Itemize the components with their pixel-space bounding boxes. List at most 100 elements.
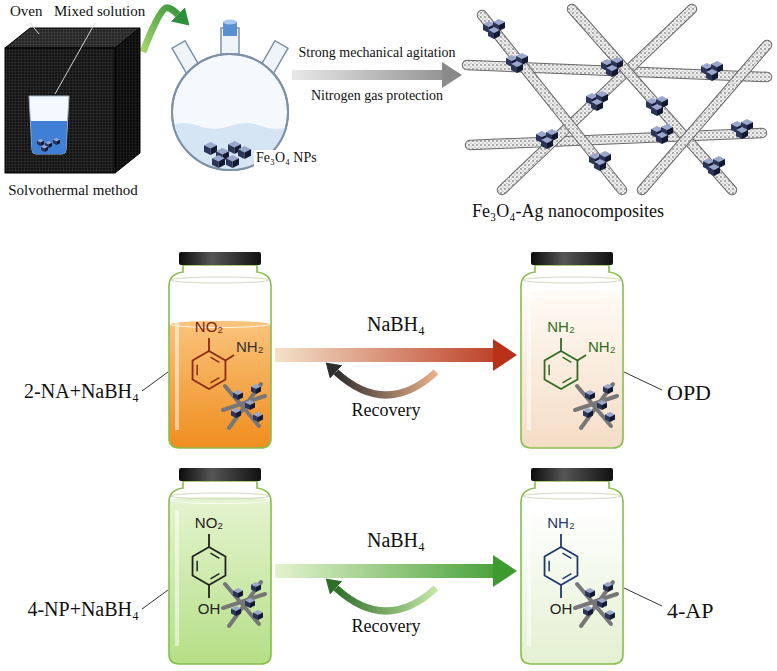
oven: Solvothermal method (3, 26, 143, 206)
drawing-part (30, 23, 39, 34)
drawing-part (170, 497, 270, 504)
nanoparticle (37, 139, 44, 146)
recovery-label: Recovery (352, 400, 421, 421)
reactant-label: 2-NA+NaBH₄ (24, 380, 139, 403)
drawing-part (545, 351, 578, 389)
nanoparticle (238, 146, 251, 159)
nanoparticle (204, 142, 217, 155)
recovery-arrow (336, 372, 436, 395)
drawing-part (591, 99, 603, 111)
drawing-part (548, 365, 550, 375)
nanoparticle (603, 582, 613, 592)
chemical-group: NO₂ (195, 514, 223, 531)
nanowire-network (467, 9, 767, 190)
nanoparticle-clusters (483, 19, 753, 176)
drawing-part (642, 45, 767, 190)
drawing-part (193, 351, 226, 389)
nanoparticle (53, 138, 60, 145)
nanoparticle (245, 598, 255, 608)
connector-arrow (143, 8, 178, 52)
drawing-part (208, 338, 210, 351)
nanoparticle (245, 400, 255, 410)
drawing-part (171, 493, 269, 499)
chemical-group: NH₂ (588, 338, 616, 355)
nanoparticle (212, 155, 225, 168)
nanoparticle (251, 384, 261, 394)
drawing-part (560, 338, 562, 351)
drawing-part (175, 510, 179, 646)
drawing-part (562, 553, 571, 558)
drawing-part (31, 121, 68, 154)
drawing-part (179, 252, 261, 265)
drawing-part (165, 324, 275, 452)
drawing-part (482, 15, 622, 190)
product-label: OPD (667, 380, 711, 405)
reaction-bottle-shape (165, 468, 275, 664)
oven-shape (3, 26, 143, 206)
drawing-part (488, 27, 500, 39)
drawing-part (523, 493, 621, 499)
drawing-part (210, 574, 219, 579)
drawing-part (708, 164, 720, 176)
edge-label: NaBH₄ (367, 529, 425, 552)
drawing-part (517, 294, 627, 452)
nanoparticle (583, 606, 593, 616)
drawing-part (169, 481, 271, 664)
drawing-part (548, 561, 550, 571)
drawing-part (594, 159, 606, 171)
nanoparticle (251, 582, 261, 592)
drawing-part (208, 534, 210, 547)
part-label: Mixed solution (54, 3, 145, 20)
drawing-part (531, 468, 613, 481)
recovery-label: Recovery (352, 616, 421, 637)
product-bottle-shape (517, 468, 627, 664)
drawing-part (521, 481, 623, 664)
chemical-group: NH₂ (236, 338, 264, 355)
drawing-part (482, 15, 622, 190)
nanoparticle (41, 145, 48, 152)
chemical-group: NH₂ (547, 318, 575, 335)
chemical-group: NO₂ (195, 318, 223, 335)
drawing-part (527, 294, 531, 430)
nanoparticle (597, 400, 607, 410)
drawing-part (210, 553, 219, 558)
edge-label: NaBH₄ (367, 313, 425, 336)
drawing-part (562, 378, 571, 383)
drawing-part (208, 585, 210, 598)
reaction-bottle: 2-NA+NaBH₄NO₂NH₂ (165, 252, 275, 448)
nanoparticle (585, 588, 595, 598)
drawing-part (642, 45, 767, 190)
drawing-part (736, 127, 748, 139)
drawing-part (560, 585, 562, 598)
drawing-part (577, 355, 586, 361)
drawing-part (523, 277, 621, 283)
condition-label: Nitrogen gas protection (311, 88, 443, 104)
drawing-part (656, 132, 668, 144)
drawing-part (606, 65, 618, 77)
drawing-part (531, 252, 613, 265)
nanoparticle (603, 384, 613, 394)
chemical-group: OH (550, 600, 573, 617)
drawing-part (115, 28, 140, 173)
drawing-part (196, 365, 198, 375)
drawing-part (522, 291, 622, 298)
drawing-part (651, 104, 663, 116)
product-bottle: NH₂OH4-AP (517, 468, 627, 664)
drawing-part (175, 294, 179, 430)
nanoparticle (583, 408, 593, 418)
nanoparticle (253, 610, 263, 620)
connector-arrow (275, 564, 493, 578)
reaction-bottle: 4-NP+NaBH₄NO₂OH (165, 468, 275, 664)
drawing-part (169, 265, 271, 448)
nanoparticle (605, 412, 615, 422)
drawing-part (179, 468, 261, 481)
drawing-part (521, 265, 623, 448)
drawing-part (624, 372, 662, 390)
drawing-part (572, 9, 732, 190)
drawing-part (5, 48, 115, 173)
nanoparticle (233, 390, 243, 400)
drawing-part (511, 61, 523, 73)
drawing-part (193, 547, 226, 585)
drawing-part (29, 96, 69, 154)
drawing-part (624, 588, 662, 606)
